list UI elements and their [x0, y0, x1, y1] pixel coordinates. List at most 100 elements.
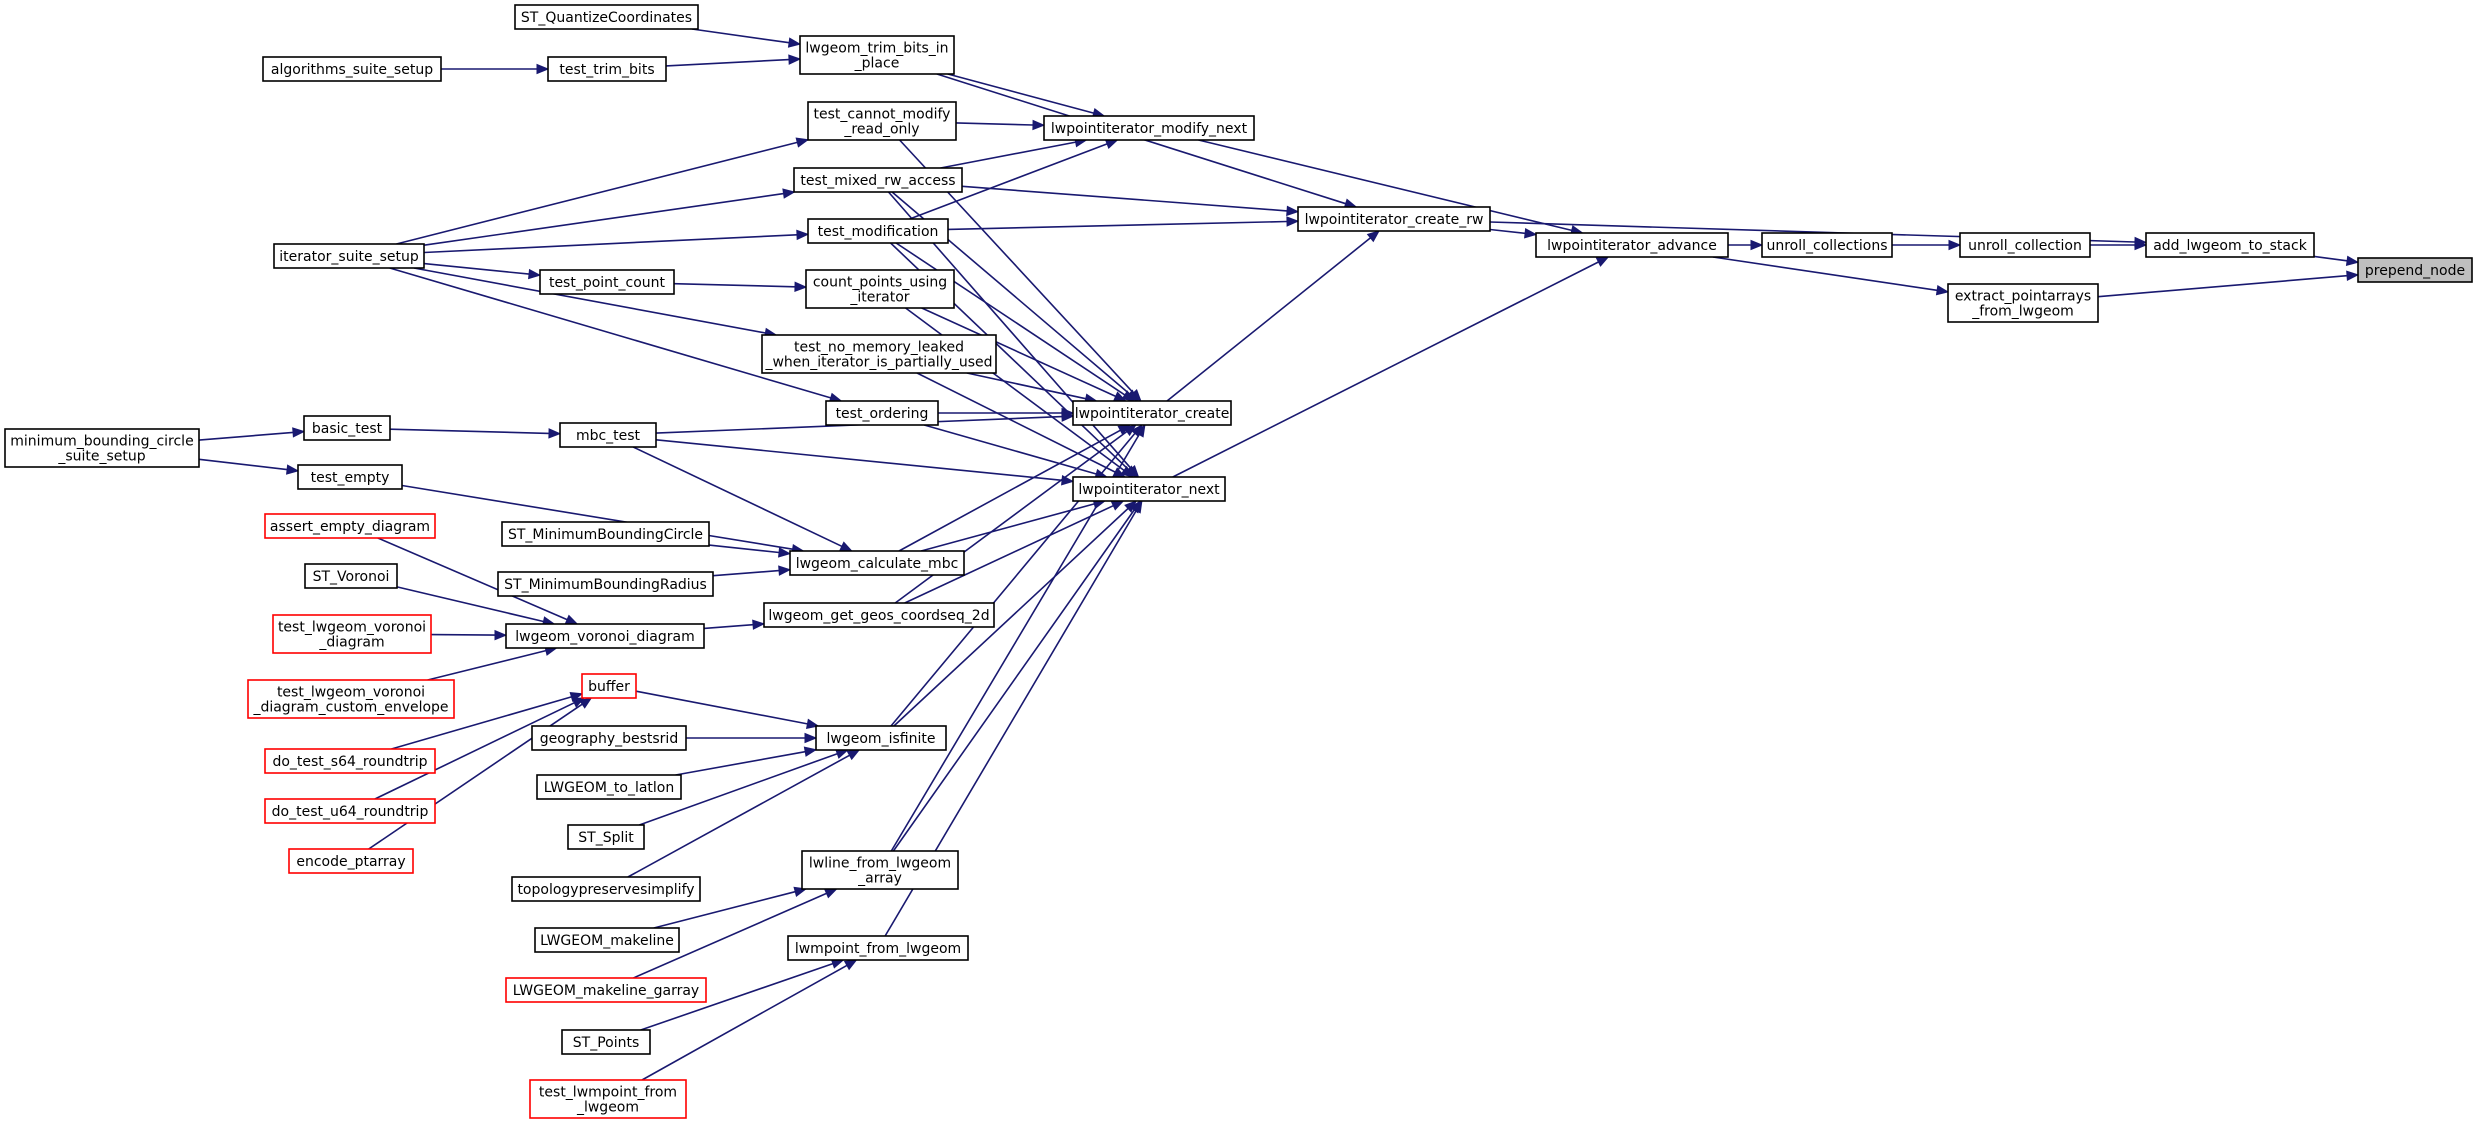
node-box — [1947, 283, 2099, 323]
node-st-minimumboundingradius[interactable]: ST_MinimumBoundingRadius — [497, 571, 714, 597]
node-lwgeom-voronoi-diagram[interactable]: lwgeom_voronoi_diagram — [505, 623, 705, 649]
arrowhead — [286, 464, 300, 475]
node-st-split[interactable]: ST_Split — [567, 824, 645, 850]
node-label: test_point_count — [549, 275, 666, 291]
node-label: _lwgeom — [576, 1100, 639, 1116]
node-label: LWGEOM_makeline — [540, 933, 674, 949]
edge-mbc_test-to-lwpointiterator_next — [655, 439, 1075, 486]
edge-test_ordering-to-lwpointiterator_create — [938, 407, 1075, 419]
arrowhead — [795, 137, 810, 148]
node-test-no-memory-leaked[interactable]: test_no_memory_leaked_when_iterator_is_p… — [761, 334, 997, 374]
node-add-lwgeom-to-stack[interactable]: add_lwgeom_to_stack — [2145, 232, 2315, 258]
node-box — [501, 521, 710, 547]
node-lwpointiterator-create-rw[interactable]: lwpointiterator_create_rw — [1297, 206, 1491, 232]
node-extract-pointarrays-from-lwgeom[interactable]: extract_pointarrays_from_lwgeom — [1947, 283, 2099, 323]
edge-lwgeom_voronoi_diagram-to-lwgeom_get_geos_coordseq_2d — [703, 619, 766, 630]
node-count-points-using-iterator[interactable]: count_points_using_iterator — [805, 269, 955, 309]
node-encode-ptarray[interactable]: encode_ptarray — [288, 848, 414, 874]
edge-iterator_suite_setup-to-test_cannot_modify_read_only — [396, 137, 810, 245]
node-box — [559, 422, 657, 448]
node-lwgeom-isfinite[interactable]: lwgeom_isfinite — [815, 725, 947, 751]
node-label: ST_Points — [573, 1035, 640, 1051]
node-lwpointiterator-next[interactable]: lwpointiterator_next — [1072, 476, 1226, 502]
node-label: LWGEOM_to_latlon — [544, 780, 675, 796]
node-lwpointiterator-create[interactable]: lwpointiterator_create — [1072, 400, 1232, 426]
node-label: _read_only — [843, 122, 919, 138]
node-test-ordering[interactable]: test_ordering — [825, 400, 939, 426]
node-basic-test[interactable]: basic_test — [303, 415, 391, 441]
node-label: assert_empty_diagram — [270, 519, 430, 535]
node-lwmpoint-from-lwgeom[interactable]: lwmpoint_from_lwgeom — [787, 935, 969, 961]
node-st-points[interactable]: ST_Points — [561, 1029, 651, 1055]
node-label: test_trim_bits — [559, 62, 654, 78]
graph-nodes: prepend_node add_lwgeom_to_stack extract_p… — [4, 4, 2473, 1119]
node-label: iterator_suite_setup — [279, 249, 419, 265]
node-test-empty[interactable]: test_empty — [297, 464, 403, 490]
node-label: unroll_collection — [1968, 238, 2082, 254]
node-box — [799, 35, 955, 75]
node-test-lwgeom-voronoi-diagram[interactable]: test_lwgeom_voronoi_diagram — [272, 614, 432, 654]
node-label: lwpointiterator_next — [1078, 482, 1220, 498]
node-lwgeom-to-latlon[interactable]: LWGEOM_to_latlon — [536, 774, 682, 800]
node-lwgeom-get-geos-coordseq-2d[interactable]: lwgeom_get_geos_coordseq_2d — [763, 602, 995, 628]
arrowhead — [1120, 465, 1134, 478]
edge-test_modification-to-lwpointiterator_create_rw — [947, 216, 1300, 231]
edge-algorithms_suite_setup-to-test_trim_bits — [441, 63, 550, 75]
node-st-quantizecoordinates[interactable]: ST_QuantizeCoordinates — [514, 4, 699, 30]
node-lwgeom-makeline-garray[interactable]: LWGEOM_makeline_garray — [505, 977, 707, 1003]
node-box — [1072, 400, 1232, 426]
node-test-modification[interactable]: test_modification — [807, 218, 949, 244]
node-box — [825, 400, 939, 426]
node-do-test-u64-roundtrip[interactable]: do_test_u64_roundtrip — [264, 798, 436, 824]
node-lwgeom-calculate-mbc[interactable]: lwgeom_calculate_mbc — [789, 550, 965, 576]
arrowhead — [1366, 230, 1381, 243]
node-prepend-node[interactable]: prepend_node — [2357, 257, 2473, 283]
node-assert-empty-diagram[interactable]: assert_empty_diagram — [264, 513, 436, 539]
node-box — [4, 428, 200, 468]
node-do-test-s64-roundtrip[interactable]: do_test_s64_roundtrip — [264, 748, 436, 774]
node-topologypreservesimplify[interactable]: topologypreservesimplify — [511, 876, 701, 902]
node-lwline-from-lwgeom-array[interactable]: lwline_from_lwgeom_array — [801, 850, 959, 890]
node-lwpointiterator-advance[interactable]: lwpointiterator_advance — [1535, 232, 1729, 258]
node-iterator-suite-setup[interactable]: iterator_suite_setup — [273, 243, 425, 269]
edge-ST_MinimumBoundingRadius-to-lwgeom_calculate_mbc — [712, 565, 792, 577]
node-mbc-test[interactable]: mbc_test — [559, 422, 657, 448]
node-unroll-collection[interactable]: unroll_collection — [1959, 232, 2091, 258]
arrowhead — [1286, 205, 1300, 217]
node-lwgeom-makeline[interactable]: LWGEOM_makeline — [534, 927, 680, 953]
node-test-cannot-modify-read-only[interactable]: test_cannot_modify_read_only — [807, 101, 957, 141]
edge-extract_pointarrays_from_lwgeom-to-prepend_node — [2097, 270, 2360, 298]
node-test-point-count[interactable]: test_point_count — [539, 269, 675, 295]
edge-iterator_suite_setup-to-test_mixed_rw_access — [423, 188, 796, 246]
edge-minimum_bounding_circle_suite_setup-to-basic_test — [198, 427, 306, 441]
node-label: _place — [854, 56, 900, 72]
arrowhead — [292, 427, 306, 438]
node-box — [1072, 476, 1226, 502]
node-label: lwpointiterator_advance — [1547, 238, 1717, 254]
node-algorithms-suite-setup[interactable]: algorithms_suite_setup — [262, 56, 442, 82]
node-unroll-collections[interactable]: unroll_collections — [1761, 232, 1893, 258]
node-test-lwgeom-voronoi-diagram-custom-envelope[interactable]: test_lwgeom_voronoi_diagram_custom_envel… — [247, 679, 455, 719]
node-box — [1761, 232, 1893, 258]
edge-lwgeom_trim_bits_in_place-to-lwpointiterator_modify_next — [947, 73, 1106, 119]
arrowhead — [536, 63, 550, 75]
node-box — [1043, 115, 1255, 141]
node-minimum-bounding-circle-suite-setup[interactable]: minimum_bounding_circle_suite_setup — [4, 428, 200, 468]
node-st-minimumboundingcircle[interactable]: ST_MinimumBoundingCircle — [501, 521, 710, 547]
node-box — [262, 56, 442, 82]
node-label: mbc_test — [576, 428, 641, 444]
node-label: encode_ptarray — [296, 854, 405, 870]
node-geography-bestsrid[interactable]: geography_bestsrid — [531, 725, 687, 751]
node-lwgeom-trim-bits-in-place[interactable]: lwgeom_trim_bits_in_place — [799, 35, 955, 75]
node-buffer[interactable]: buffer — [581, 673, 637, 699]
node-lwpointiterator-modify-next[interactable]: lwpointiterator_modify_next — [1043, 115, 1255, 141]
node-test-trim-bits[interactable]: test_trim_bits — [547, 56, 667, 82]
node-test-lwmpoint-from-lwgeom[interactable]: test_lwmpoint_from_lwgeom — [529, 1079, 687, 1119]
node-label: lwgeom_trim_bits_in — [805, 41, 948, 57]
node-test-mixed-rw-access[interactable]: test_mixed_rw_access — [793, 167, 963, 193]
node-st-voronoi[interactable]: ST_Voronoi — [304, 563, 398, 589]
edge-test_lwgeom_voronoi_diagram_custom_envelope-to-lwgeom_voronoi_diagram — [427, 645, 558, 681]
node-box — [539, 269, 675, 295]
node-box — [273, 243, 425, 269]
edge-geography_bestsrid-to-lwgeom_isfinite — [686, 732, 818, 744]
